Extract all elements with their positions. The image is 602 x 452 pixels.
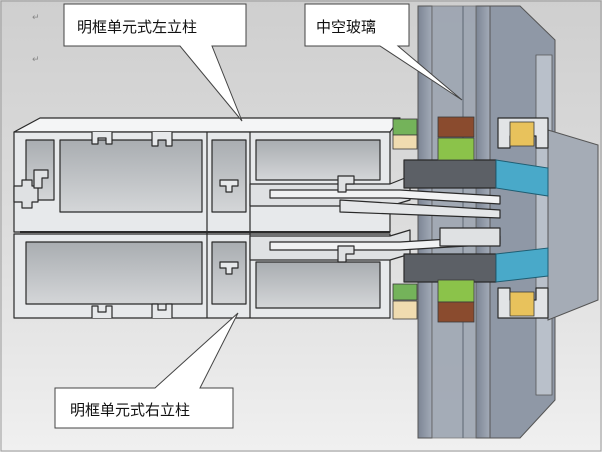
paragraph-mark-1: ↵ — [32, 13, 40, 23]
gaskets — [392, 116, 535, 323]
callout-left-mullion-bubble — [63, 3, 247, 122]
insulating-glass-unit — [417, 5, 599, 439]
spacer-bar-upper — [495, 159, 549, 197]
paragraph-mark-2: ↵ — [32, 55, 40, 65]
label-insulating-glass: 中空玻璃 — [316, 18, 376, 36]
spacer-bar-lower — [495, 247, 549, 283]
label-left-mullion: 明框单元式左立柱 — [77, 18, 197, 36]
right-receding-face — [547, 129, 599, 321]
callout-insulating-glass-bubble — [304, 3, 463, 101]
aluminium-profiles — [13, 117, 549, 319]
label-right-mullion: 明框单元式右立柱 — [70, 401, 190, 419]
glass-air-gap — [431, 5, 477, 439]
callout-right-mullion-bubble — [54, 312, 239, 429]
glass-pane-inner — [475, 5, 491, 439]
